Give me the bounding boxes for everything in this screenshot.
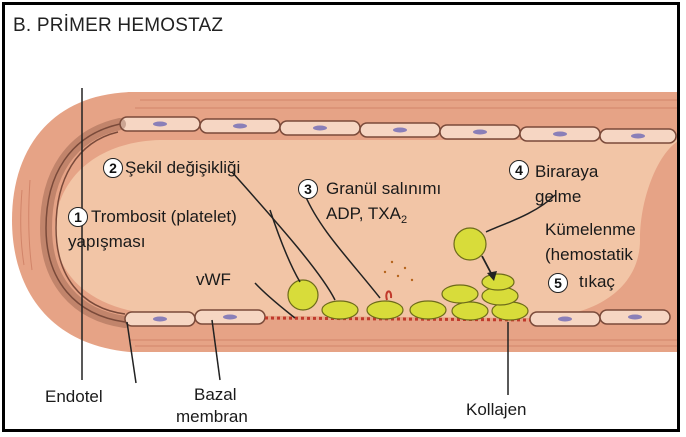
vwf-label: vWF [196, 270, 231, 289]
step-5-label-line2: (hemostatik [545, 245, 633, 264]
figure-title: B. PRİMER HEMOSTAZ [13, 16, 223, 35]
step-1-label-line2: yapışması [68, 232, 145, 251]
step-1-label-line1: Trombosit (platelet) [91, 207, 237, 226]
kollajen-label: Kollajen [466, 400, 527, 419]
step-2-label: Şekil değişikliği [125, 158, 240, 177]
endotel-label: Endotel [45, 387, 103, 406]
step-2-badge: 2 [103, 158, 123, 178]
step-3-label-line1: Granül salınımı [326, 179, 441, 198]
step-3-label-line2: ADP, TXA2 [326, 204, 407, 230]
bazal-membran-label-line2: membran [176, 407, 248, 426]
step-5-label-line3: tıkaç [579, 272, 615, 291]
step-5-badge: 5 [548, 273, 568, 293]
step-3-label-subscript: 2 [401, 214, 407, 226]
step-4-label-line2: gelme [535, 187, 581, 206]
step-4-badge: 4 [509, 160, 529, 180]
step-4-label-line1: Biraraya [535, 162, 598, 181]
step-1-badge: 1 [68, 207, 88, 227]
bazal-membran-label-line1: Bazal [194, 385, 237, 404]
step-3-badge: 3 [298, 179, 318, 199]
step-3-label-prefix: ADP, TXA [326, 204, 401, 223]
step-5-label-line1: Kümelenme [545, 220, 636, 239]
